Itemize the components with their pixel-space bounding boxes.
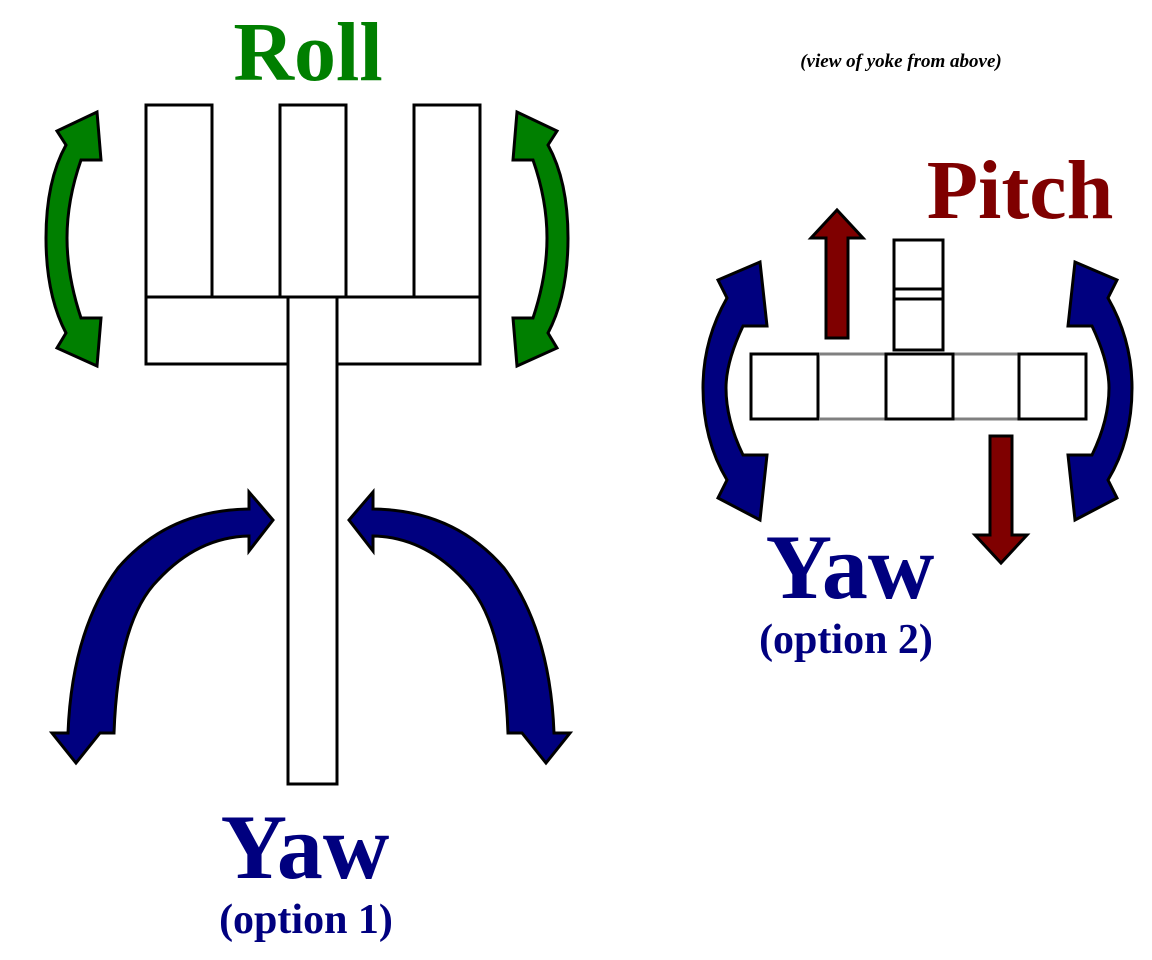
roll-arrow-right-icon bbox=[511, 109, 570, 369]
yaw-option1-arrow-left-icon bbox=[48, 487, 275, 766]
crossbar-block-center bbox=[884, 352, 955, 421]
yaw-option1-sublabel: (option 1) bbox=[219, 897, 393, 943]
yoke-front-view bbox=[144, 103, 482, 786]
yoke-grip-center bbox=[278, 103, 348, 299]
pitch-label: Pitch bbox=[927, 144, 1114, 237]
yaw-option1-label: Yaw bbox=[221, 796, 390, 898]
roll-label: Roll bbox=[233, 6, 382, 99]
yoke-shaft bbox=[286, 295, 339, 786]
shaft-top bbox=[892, 238, 945, 352]
yaw-option2-arrow-right-icon bbox=[1066, 259, 1134, 523]
yaw-option2-arrow-left-icon bbox=[701, 259, 769, 523]
pitch-arrow-up-icon bbox=[807, 207, 867, 340]
crossbar-block-left bbox=[749, 352, 820, 421]
yoke-top-view bbox=[749, 238, 1088, 421]
pitch-arrow-down-icon bbox=[971, 434, 1031, 566]
crossbar-block-right bbox=[1017, 352, 1088, 421]
yaw-option2-sublabel: (option 2) bbox=[759, 617, 933, 663]
yaw-option1-arrow-right-icon bbox=[347, 487, 574, 766]
roll-arrow-left-icon bbox=[44, 109, 103, 369]
view-note: (view of yoke from above) bbox=[800, 51, 1002, 72]
yaw-option2-label: Yaw bbox=[766, 516, 935, 618]
yoke-grip-left bbox=[144, 103, 214, 299]
